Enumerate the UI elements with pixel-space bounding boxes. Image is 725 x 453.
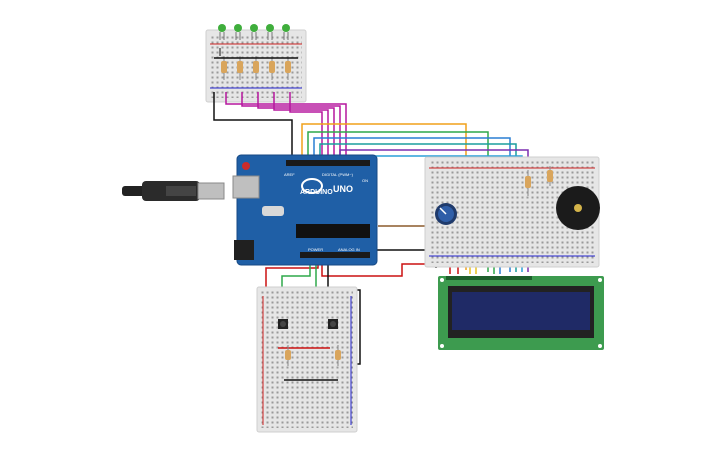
wire-green bbox=[281, 262, 311, 294]
resistor bbox=[285, 56, 291, 80]
analog-header bbox=[300, 252, 370, 258]
led[interactable] bbox=[234, 24, 242, 40]
uno-label: UNO bbox=[333, 184, 353, 194]
resistor bbox=[237, 56, 243, 80]
wire-magenta bbox=[289, 92, 323, 158]
pushbutton[interactable] bbox=[278, 319, 288, 329]
resistor-row[interactable] bbox=[214, 48, 298, 80]
piezo-buzzer[interactable] bbox=[556, 186, 600, 230]
crystal bbox=[262, 206, 284, 216]
on-label: ON bbox=[362, 178, 368, 183]
wire-magenta bbox=[273, 92, 329, 158]
resistor bbox=[269, 56, 275, 80]
led[interactable] bbox=[250, 24, 258, 40]
wire-black bbox=[213, 92, 293, 158]
reset-button[interactable] bbox=[242, 162, 250, 170]
usb-port bbox=[232, 175, 260, 199]
lcd-header-pins bbox=[446, 276, 532, 280]
digital-header bbox=[286, 160, 370, 166]
breadboard-bottom[interactable] bbox=[256, 286, 358, 433]
analog-label: ANALOG IN bbox=[338, 247, 360, 252]
led[interactable] bbox=[218, 24, 226, 40]
lcd-screen bbox=[452, 292, 590, 330]
potentiometer[interactable] bbox=[435, 203, 457, 225]
power-jack bbox=[234, 240, 254, 260]
atmega-chip bbox=[296, 224, 370, 238]
resistor bbox=[221, 56, 227, 80]
arduino-logo-icon bbox=[301, 178, 323, 194]
wire-red bbox=[321, 262, 446, 277]
digital-label: DIGITAL (PWM~) bbox=[322, 172, 354, 177]
lcd-16x2[interactable] bbox=[438, 276, 604, 350]
aref-label: AREF bbox=[284, 172, 295, 177]
resistor-right[interactable] bbox=[525, 166, 553, 196]
power-label: POWER bbox=[308, 247, 323, 252]
resistor bbox=[253, 56, 259, 80]
resistor[interactable] bbox=[285, 345, 291, 366]
resistor[interactable] bbox=[335, 345, 341, 366]
led[interactable] bbox=[266, 24, 274, 40]
led-row[interactable] bbox=[218, 24, 290, 40]
pushbutton[interactable] bbox=[328, 319, 338, 329]
arduino-uno-board[interactable]: ARDUINO UNO DIGITAL (PWM~) POWER ANALOG … bbox=[232, 154, 378, 266]
usb-cable[interactable] bbox=[122, 181, 225, 201]
led[interactable] bbox=[282, 24, 290, 40]
